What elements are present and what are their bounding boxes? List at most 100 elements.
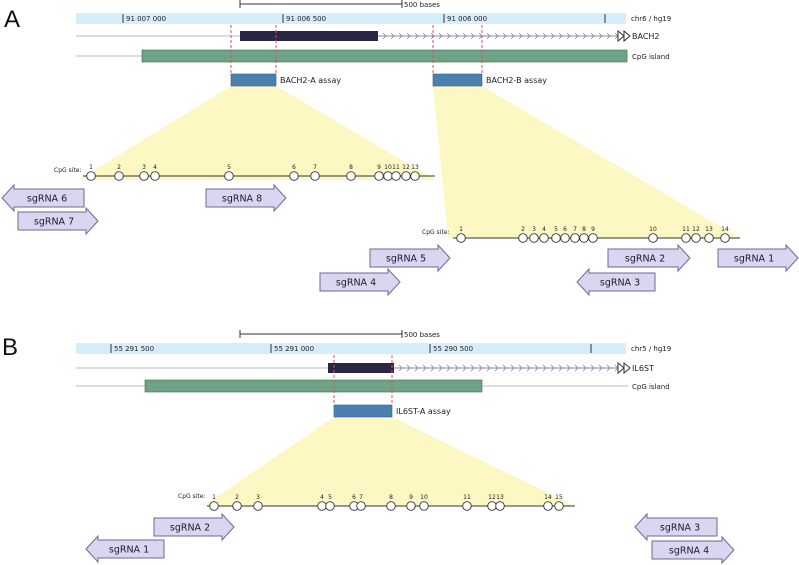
cpg-site-number: 3 <box>532 226 536 233</box>
chevron-right-icon <box>478 364 483 372</box>
cpg-site-marker <box>560 233 570 243</box>
coord-label: 91 006 500 <box>286 15 326 23</box>
cpg-site-marker <box>383 171 393 181</box>
chevron-right-icon <box>430 32 435 40</box>
assay-bar <box>333 404 393 418</box>
chevron-right-icon <box>414 32 419 40</box>
chevron-right-icon <box>518 32 523 40</box>
cpg-island-label: CpG island <box>632 53 670 61</box>
chevron-right-icon <box>558 32 563 40</box>
assay-label: IL6ST-A assay <box>396 407 451 416</box>
scale-bar-label: 500 bases <box>404 331 440 339</box>
sgrna-label: sgRNA 8 <box>222 194 262 205</box>
cpg-site-number: 12 <box>488 494 496 501</box>
scale-bar-label: 500 bases <box>404 1 440 9</box>
highlight-wedge-a2 <box>433 86 740 238</box>
chevron-right-icon <box>566 364 571 372</box>
chevron-right-icon <box>398 32 403 40</box>
cpg-site-marker <box>391 171 401 181</box>
cpg-site-number: 14 <box>544 494 552 501</box>
chevron-right-icon <box>534 364 539 372</box>
cpg-site-number: 14 <box>721 226 729 233</box>
cpg-site-number: 3 <box>256 494 260 501</box>
sgrna-arrow: sgRNA 1 <box>85 534 165 564</box>
cpg-site-marker <box>720 233 730 243</box>
cpg-site-marker <box>346 171 356 181</box>
chevron-right-icon <box>550 32 555 40</box>
chevron-right-icon <box>558 364 563 372</box>
cpg-site-marker <box>579 233 589 243</box>
cpg-site-marker <box>456 233 466 243</box>
cpg-site-number: 13 <box>705 226 713 233</box>
chevron-right-icon <box>598 32 603 40</box>
sgrna-label: sgRNA 2 <box>170 523 210 534</box>
sgrna-label: sgRNA 3 <box>660 523 700 534</box>
chevron-right-icon <box>398 364 403 372</box>
assay-bar <box>432 73 483 87</box>
chevron-right-icon <box>526 364 531 372</box>
sgrna-arrow: sgRNA 7 <box>17 206 99 236</box>
chevron-right-icon <box>462 364 467 372</box>
cpg-site-marker <box>691 233 701 243</box>
cpg-site-number: 11 <box>682 226 690 233</box>
cpg-site-marker <box>681 233 691 243</box>
cpg-site-marker <box>410 171 420 181</box>
panel-b: B 500 bases 55 291 500 55 291 000 55 290… <box>2 330 735 565</box>
cpg-site-marker <box>648 233 658 243</box>
cpg-site-marker <box>386 501 396 511</box>
highlight-wedge-b1 <box>203 417 575 506</box>
cpg-site-title: CpG site: <box>178 493 205 500</box>
sgrna-label: sgRNA 2 <box>625 254 665 265</box>
cpg-site-number: 10 <box>649 226 657 233</box>
chevron-right-icon <box>590 364 595 372</box>
cpg-site-marker <box>209 501 219 511</box>
coord-label: 55 291 000 <box>274 345 314 353</box>
cpg-site-marker <box>232 501 242 511</box>
assembly-label: chr6 / hg19 <box>631 15 671 23</box>
chevron-right-icon <box>502 32 507 40</box>
arrow-right-icon <box>17 206 99 236</box>
sgrna-arrow: sgRNA 1 <box>717 243 799 273</box>
gene-track: IL6ST <box>76 361 654 375</box>
sgrna-label: sgRNA 4 <box>336 278 376 289</box>
chevron-right-icon <box>566 32 571 40</box>
scale-bar: 500 bases <box>239 0 440 9</box>
arrow-left-icon <box>85 534 165 564</box>
cpg-site-marker <box>86 171 96 181</box>
cpg-site-number: 8 <box>349 164 353 171</box>
sgrna-arrow: sgRNA 2 <box>607 243 691 273</box>
cpg-site-number: 4 <box>320 494 324 501</box>
chevron-right-icon <box>422 32 427 40</box>
cpg-site-number: 7 <box>313 164 317 171</box>
cpg-site-marker <box>317 501 327 511</box>
cpg-site-number: 1 <box>89 164 93 171</box>
cpg-site-marker <box>704 233 714 243</box>
chevron-right-icon <box>606 32 611 40</box>
cpg-site-number: 11 <box>392 164 400 171</box>
cpg-site-marker <box>419 501 429 511</box>
cpg-site-marker <box>518 233 528 243</box>
arrow-right-icon <box>205 183 287 213</box>
cpg-site-marker <box>310 171 320 181</box>
exon-block <box>328 363 394 373</box>
chevron-right-icon <box>574 364 579 372</box>
gene-label: BACH2 <box>632 32 660 41</box>
assay-label: BACH2-B assay <box>486 76 547 85</box>
chevron-right-icon <box>486 364 491 372</box>
cpg-site-marker <box>150 171 160 181</box>
chevron-right-icon <box>590 32 595 40</box>
chevron-right-icon <box>382 32 387 40</box>
cpg-site-marker <box>554 501 564 511</box>
cpg-site-marker <box>224 171 234 181</box>
chevron-right-icon <box>470 32 475 40</box>
cpg-site-marker <box>401 171 411 181</box>
chevron-right-icon <box>486 32 491 40</box>
cpg-site-number: 5 <box>328 494 332 501</box>
cpg-site-marker <box>495 501 505 511</box>
cpg-island-track: CpG island <box>76 49 670 63</box>
cpg-site-number: 11 <box>463 494 471 501</box>
